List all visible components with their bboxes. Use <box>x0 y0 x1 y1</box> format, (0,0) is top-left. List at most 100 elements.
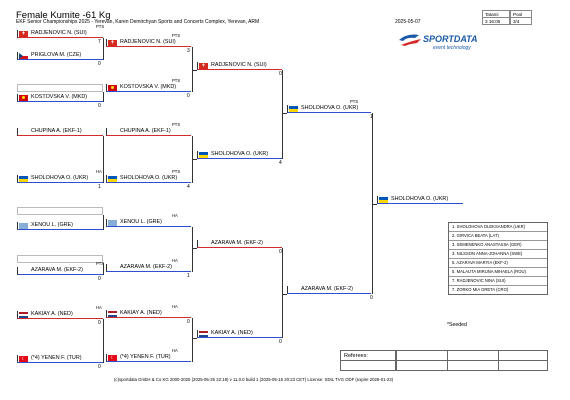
competitor-name: SHOLOHOVA O. (UKR) <box>301 105 359 111</box>
sportdata-logo: SPORTDATA event technology <box>397 31 517 51</box>
sui-flag-icon <box>199 62 208 69</box>
competitor-name: (*4) YENEN F. (TUR) <box>31 355 82 361</box>
bracket-line <box>103 215 104 230</box>
competitor-slot: KAKIAY A. (NED) <box>17 311 103 319</box>
winner-name: SHOLOHOVA O. (UKR) <box>391 196 449 202</box>
bracket-line <box>103 92 104 102</box>
ned-flag-icon <box>199 330 208 337</box>
win-method-tag: PTS <box>96 261 105 266</box>
competitor-name: XENOU L. (GRE) <box>31 222 73 228</box>
competitor-slot: RADJENOVIC N. (SUI) <box>197 62 282 70</box>
seeds-list: 1. SHOLOHOVA OLEKSANDRA (UKR) 2. GIRVICA… <box>448 222 548 295</box>
competitor-score: 0 <box>279 71 282 77</box>
win-method-tag: HA <box>172 348 178 353</box>
competitor-score: 0 <box>279 249 282 255</box>
competitor-score: 0 <box>98 103 101 109</box>
bracket-line <box>372 113 373 294</box>
competitor-score: 0 <box>187 93 190 99</box>
tur-flag-icon <box>108 354 117 361</box>
competitor-name: AZARAVA M. (EKF-2) <box>31 267 83 273</box>
competitor-slot: (*4) YENEN F. (TUR) <box>17 355 103 363</box>
competitor-name: SHOLOHOVA O. (UKR) <box>120 175 178 181</box>
competitor-score: 4 <box>187 184 190 190</box>
mkd-flag-icon <box>19 94 28 101</box>
bracket-line <box>282 70 283 159</box>
footer-text: (c)sportdata GmbH & Co KG 2000-2025 (202… <box>114 377 394 382</box>
competitor-slot: XENOU L. (GRE) <box>106 219 191 227</box>
competitor-slot <box>17 255 103 263</box>
sui-flag-icon <box>108 39 117 46</box>
win-method-tag: HA <box>172 258 178 263</box>
competitor-name: AZARAVA M. (EKF-2) <box>211 240 263 246</box>
competitor-name: CHUPINA A. (EKF-1) <box>120 128 171 134</box>
win-method-tag: PTS <box>172 122 181 127</box>
mkd-flag-icon <box>108 84 117 91</box>
competitor-name: KAKIAY A. (NED) <box>120 310 162 316</box>
competitor-slot: CHUPINA A. (EKF-1) <box>17 128 103 136</box>
competitor-score: 0 <box>98 364 101 370</box>
ekf-flag-icon <box>108 129 117 135</box>
tur-flag-icon <box>19 355 28 362</box>
competitor-name: SHOLOHOVA O. (UKR) <box>211 151 269 157</box>
competitor-name: AZARAVA M. (EKF-2) <box>120 264 172 270</box>
competitor-name: CHUPINA A. (EKF-1) <box>31 128 82 134</box>
competitor-name: SHOLOHOVA O. (UKR) <box>31 175 89 181</box>
competitor-slot: RADJENOVIC N. (SUI) <box>17 30 103 38</box>
ekf-flag-icon <box>19 129 28 135</box>
competitor-name: RADJENOVIC N. (SUI) <box>120 39 176 45</box>
win-method-tag: HA <box>172 213 178 218</box>
competitor-score: 1 <box>187 273 190 279</box>
ukr-flag-icon <box>108 175 117 182</box>
bracket-line <box>192 338 197 339</box>
sportdata-logo-icon: SPORTDATA event technology <box>399 34 478 51</box>
cze-flag-icon <box>19 52 28 59</box>
win-method-tag: PTS <box>172 169 181 174</box>
bracket-line <box>103 319 104 363</box>
bracket-line <box>282 113 287 114</box>
winner-slot: SHOLOHOVA O. (UKR) <box>377 196 463 204</box>
competitor-score: 0 <box>98 276 101 282</box>
tatami-value: 3 16:05 <box>482 17 510 25</box>
competitor-slot: SHOLOHOVA O. (UKR) <box>287 105 371 113</box>
competitor-name: KOSTOVSKA V. (MKD) <box>120 84 177 90</box>
bracket-line <box>103 136 104 183</box>
seed-row: 7. ZORKO MIA GRETA (CRO) <box>452 287 509 292</box>
competitor-name: RADJENOVIC N. (SUI) <box>211 62 267 68</box>
competitor-slot: RADJENOVIC N. (SUI) <box>106 39 191 47</box>
ukr-flag-icon <box>19 175 28 182</box>
ekf-flag-icon <box>19 268 28 274</box>
competitor-score: 4 <box>279 160 282 166</box>
logo-main-text: SPORTDATA <box>423 34 478 44</box>
bracket-line <box>282 294 287 295</box>
referee-cell <box>498 360 548 371</box>
bracket-line <box>103 38 104 60</box>
competitor-slot: KOSTOVSKA V. (MKD) <box>17 94 103 102</box>
seed-row: 3. NILSSON ANNA-JOHANNA (SWE) <box>449 250 547 259</box>
seed-row: 5. AZARAVA MARYIA (EKF-2) <box>449 259 547 268</box>
competitor-score: 0 <box>98 320 101 326</box>
ukr-flag-icon <box>289 105 298 112</box>
seeded-note: *Seeded <box>447 322 467 328</box>
ekf-flag-icon <box>108 265 117 271</box>
competitor-score: 1 <box>370 114 373 120</box>
competitor-slot: XENOU L. (GRE) <box>17 222 103 230</box>
gre-flag-icon <box>19 222 28 229</box>
event-date: 2025-05-07 <box>395 19 421 25</box>
ekf-flag-icon <box>289 287 298 293</box>
referee-cell <box>447 360 499 371</box>
ned-flag-icon <box>108 310 117 317</box>
seed-row: 3. SEMENENKO ANASTASIIA (GER) <box>449 241 547 250</box>
referee-cell <box>340 360 396 371</box>
event-title: Female Kumite -61 Kg <box>16 10 111 21</box>
bracket-line <box>192 47 193 92</box>
competitor-score: 1 <box>98 184 101 190</box>
bracket-line <box>192 318 193 362</box>
competitor-name: PRIGLOVA M. (CZE) <box>31 52 82 58</box>
competitor-name: KAKIAY A. (NED) <box>211 330 253 336</box>
competitor-slot: PRIGLOVA M. (CZE) <box>17 52 103 60</box>
competitor-slot <box>17 207 103 215</box>
win-method-tag: PTS <box>172 33 181 38</box>
competitor-score: 0 <box>370 295 373 301</box>
competitor-slot: KOSTOVSKA V. (MKD) <box>106 84 191 92</box>
competitor-slot: KAKIAY A. (NED) <box>106 310 191 318</box>
